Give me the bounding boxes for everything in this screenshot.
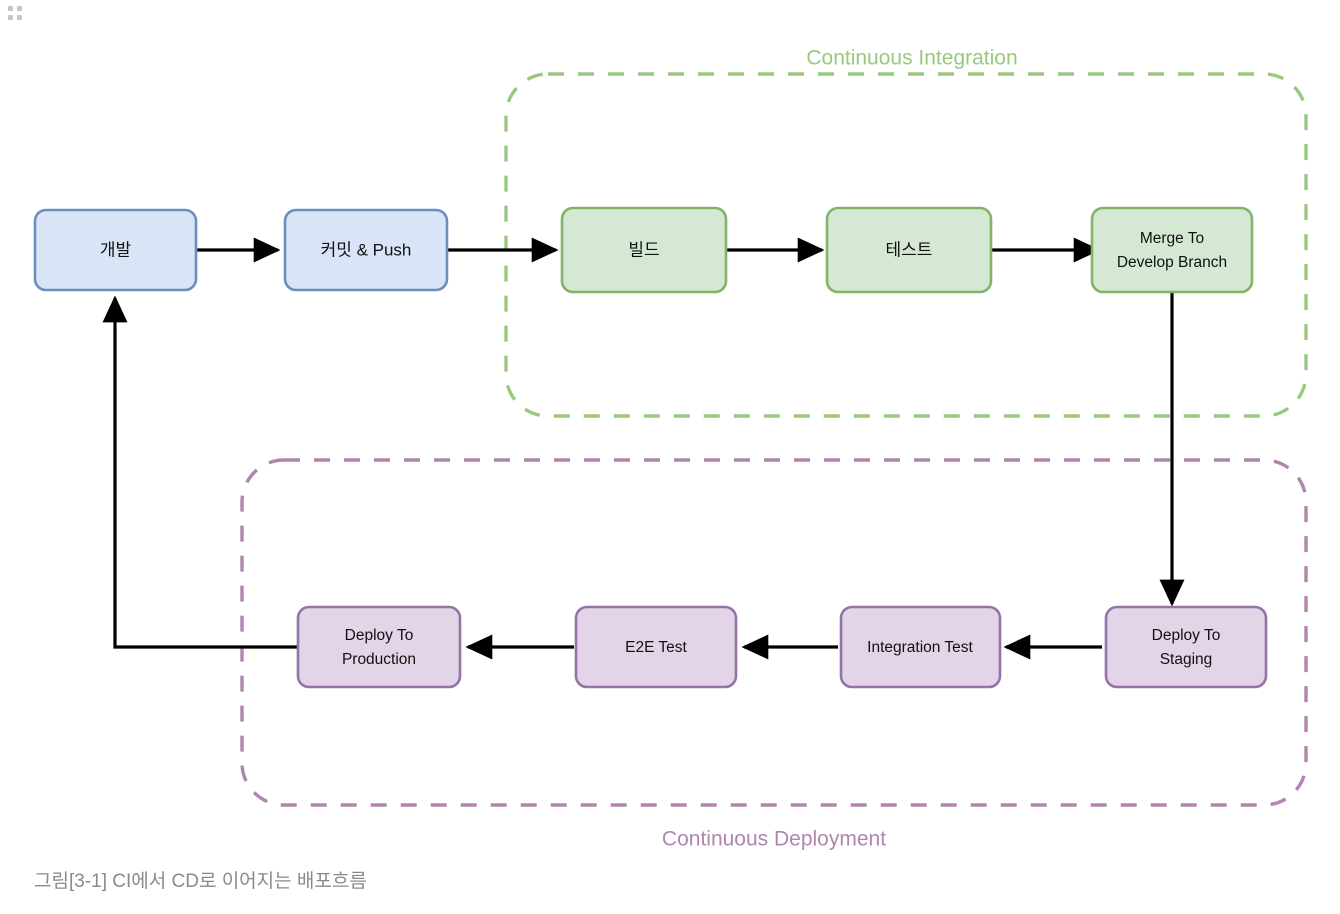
node-integration-test-label: Integration Test — [867, 639, 973, 656]
node-deploy-to-production-label-line2: Production — [342, 651, 416, 668]
node-e2e-test-shape — [574, 605, 738, 689]
node-test[interactable]: 테스트 — [825, 206, 993, 294]
node-e2e-test-label: E2E Test — [625, 639, 687, 656]
node-dev-shape — [33, 208, 198, 292]
drag-dot — [17, 15, 22, 20]
node-merge-to-develop-branch-label-line2: Develop Branch — [1117, 254, 1227, 271]
node-deploy-to-production-shape — [296, 605, 462, 689]
node-deploy-to-staging-label-line2: Staging — [1160, 651, 1213, 668]
node-dev[interactable]: 개발 — [33, 208, 198, 292]
node-build-label: 빌드 — [628, 240, 659, 259]
drag-dot — [17, 6, 22, 11]
zone-continuous-deployment — [240, 458, 1308, 807]
node-build[interactable]: 빌드 — [560, 206, 728, 294]
drag-dot — [8, 6, 13, 11]
zone-label-continuous-integration: Continuous Integration — [806, 47, 1017, 70]
node-deploy-to-staging-shape — [1104, 605, 1268, 689]
node-integration-test[interactable]: Integration Test — [839, 605, 1002, 689]
node-test-shape — [825, 206, 993, 294]
node-commit-push-shape — [283, 208, 449, 292]
node-deploy-to-staging[interactable]: Deploy To Staging — [1104, 605, 1268, 689]
node-commit-push[interactable]: 커밋 & Push — [283, 208, 449, 292]
node-merge-to-develop-branch-shape — [1090, 206, 1254, 294]
drag-dots-icon[interactable] — [8, 6, 22, 20]
figure-caption: 그림[3-1] CI에서 CD로 이어지는 배포흐름 — [34, 871, 367, 892]
node-test-label: 테스트 — [886, 240, 933, 259]
node-merge-to-develop-branch-label-line1: Merge To — [1140, 230, 1204, 247]
drag-dot — [8, 15, 13, 20]
node-build-shape — [560, 206, 728, 294]
node-merge-to-develop-branch[interactable]: Merge To Develop Branch — [1090, 206, 1254, 294]
edge-production-to-dev-feedback — [102, 295, 297, 649]
zone-label-continuous-deployment: Continuous Deployment — [662, 828, 886, 851]
node-deploy-to-staging-label-line1: Deploy To — [1152, 627, 1221, 644]
node-deploy-to-production[interactable]: Deploy To Production — [296, 605, 462, 689]
node-e2e-test[interactable]: E2E Test — [574, 605, 738, 689]
node-dev-label: 개발 — [100, 240, 132, 259]
node-deploy-to-production-label-line1: Deploy To — [345, 627, 414, 644]
zone-continuous-integration — [504, 72, 1308, 418]
node-integration-test-shape — [839, 605, 1002, 689]
node-commit-push-label: 커밋 & Push — [321, 240, 412, 259]
